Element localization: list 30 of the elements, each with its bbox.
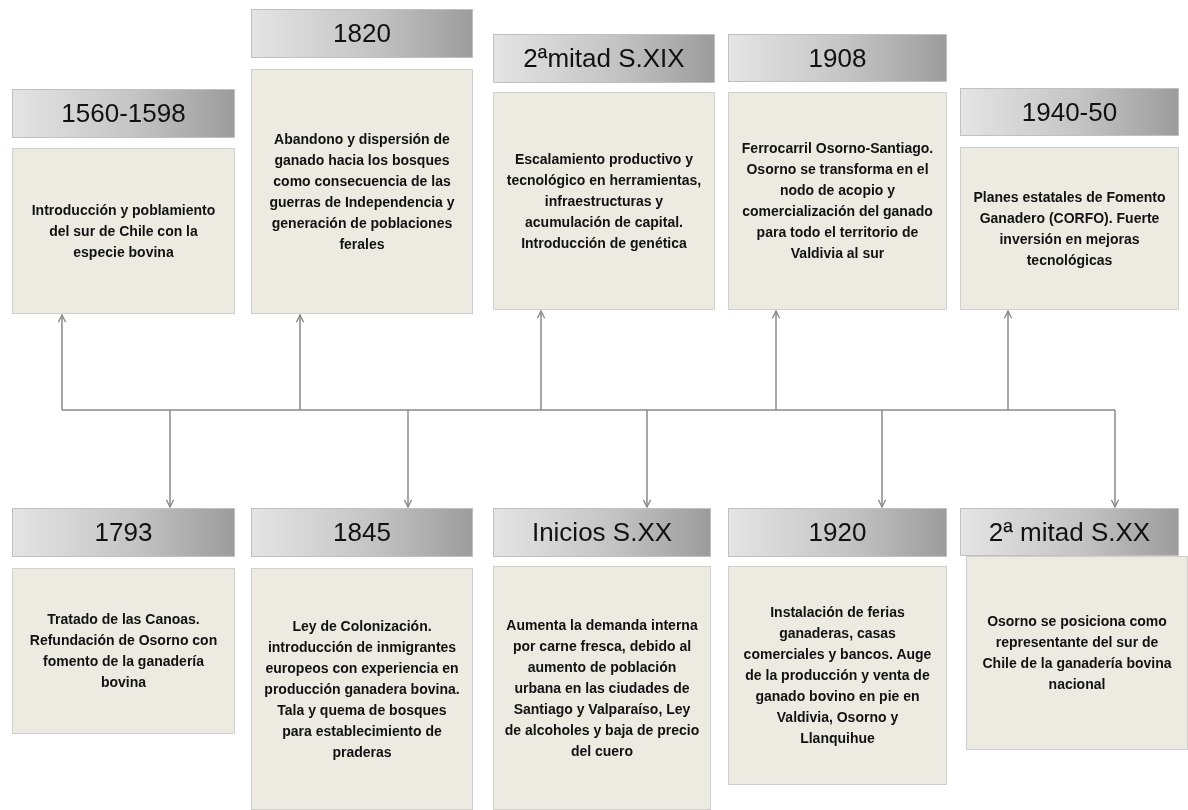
- date-header: 1920: [728, 508, 947, 557]
- event-box: Aumenta la demanda interna por carne fresca, debido al aumento de población urbana en las ciudades de Santiago y Valparaíso, Ley de alcoholes y baja de precio del cuero: [493, 566, 711, 810]
- date-header: 1908: [728, 34, 947, 82]
- arrow: [57, 314, 67, 411]
- event-box: Planes estatales de Fomento Ganadero (CORFO). Fuerte inversión en mejoras tecnológicas: [960, 147, 1179, 310]
- arrow: [295, 314, 305, 411]
- date-header: 2ª mitad S.XX: [960, 508, 1179, 556]
- event-box: Abandono y dispersión de ganado hacia los bosques como consecuencia de las guerras de Independencia y generación de poblaciones ferales: [251, 69, 473, 314]
- date-header: 2ªmitad S.XIX: [493, 34, 715, 83]
- event-box: Introducción y poblamiento del sur de Chile con la especie bovina: [12, 148, 235, 314]
- arrow: [536, 310, 546, 411]
- event-box: Ley de Colonización. introducción de inmigrantes europeos con experiencia en producción ganadera bovina. Tala y quema de bosques para establecimiento de praderas: [251, 568, 473, 810]
- date-header: 1793: [12, 508, 235, 557]
- arrow: [403, 409, 413, 508]
- event-box: Ferrocarril Osorno-Santiago. Osorno se transforma en el nodo de acopio y comercialización del ganado para todo el territorio de Valdivia al sur: [728, 92, 947, 310]
- arrow: [877, 409, 887, 508]
- date-header: 1560-1598: [12, 89, 235, 138]
- arrow: [642, 409, 652, 508]
- date-header: 1820: [251, 9, 473, 58]
- date-header: 1845: [251, 508, 473, 557]
- arrow: [1110, 409, 1120, 508]
- event-box: Escalamiento productivo y tecnológico en herramientas, infraestructuras y acumulación de capital. Introducción de genética: [493, 92, 715, 310]
- event-box: Tratado de las Canoas. Refundación de Osorno con fomento de la ganadería bovina: [12, 568, 235, 734]
- date-header: Inicios S.XX: [493, 508, 711, 557]
- event-box: Osorno se posiciona como representante del sur de Chile de la ganadería bovina nacional: [966, 556, 1188, 750]
- arrow: [771, 310, 781, 411]
- event-box: Instalación de ferias ganaderas, casas comerciales y bancos. Auge de la producción y venta de ganado bovino en pie en Valdivia, Osorno y Llanquihue: [728, 566, 947, 785]
- date-header: 1940-50: [960, 88, 1179, 136]
- arrow: [1003, 310, 1013, 411]
- arrow: [165, 409, 175, 508]
